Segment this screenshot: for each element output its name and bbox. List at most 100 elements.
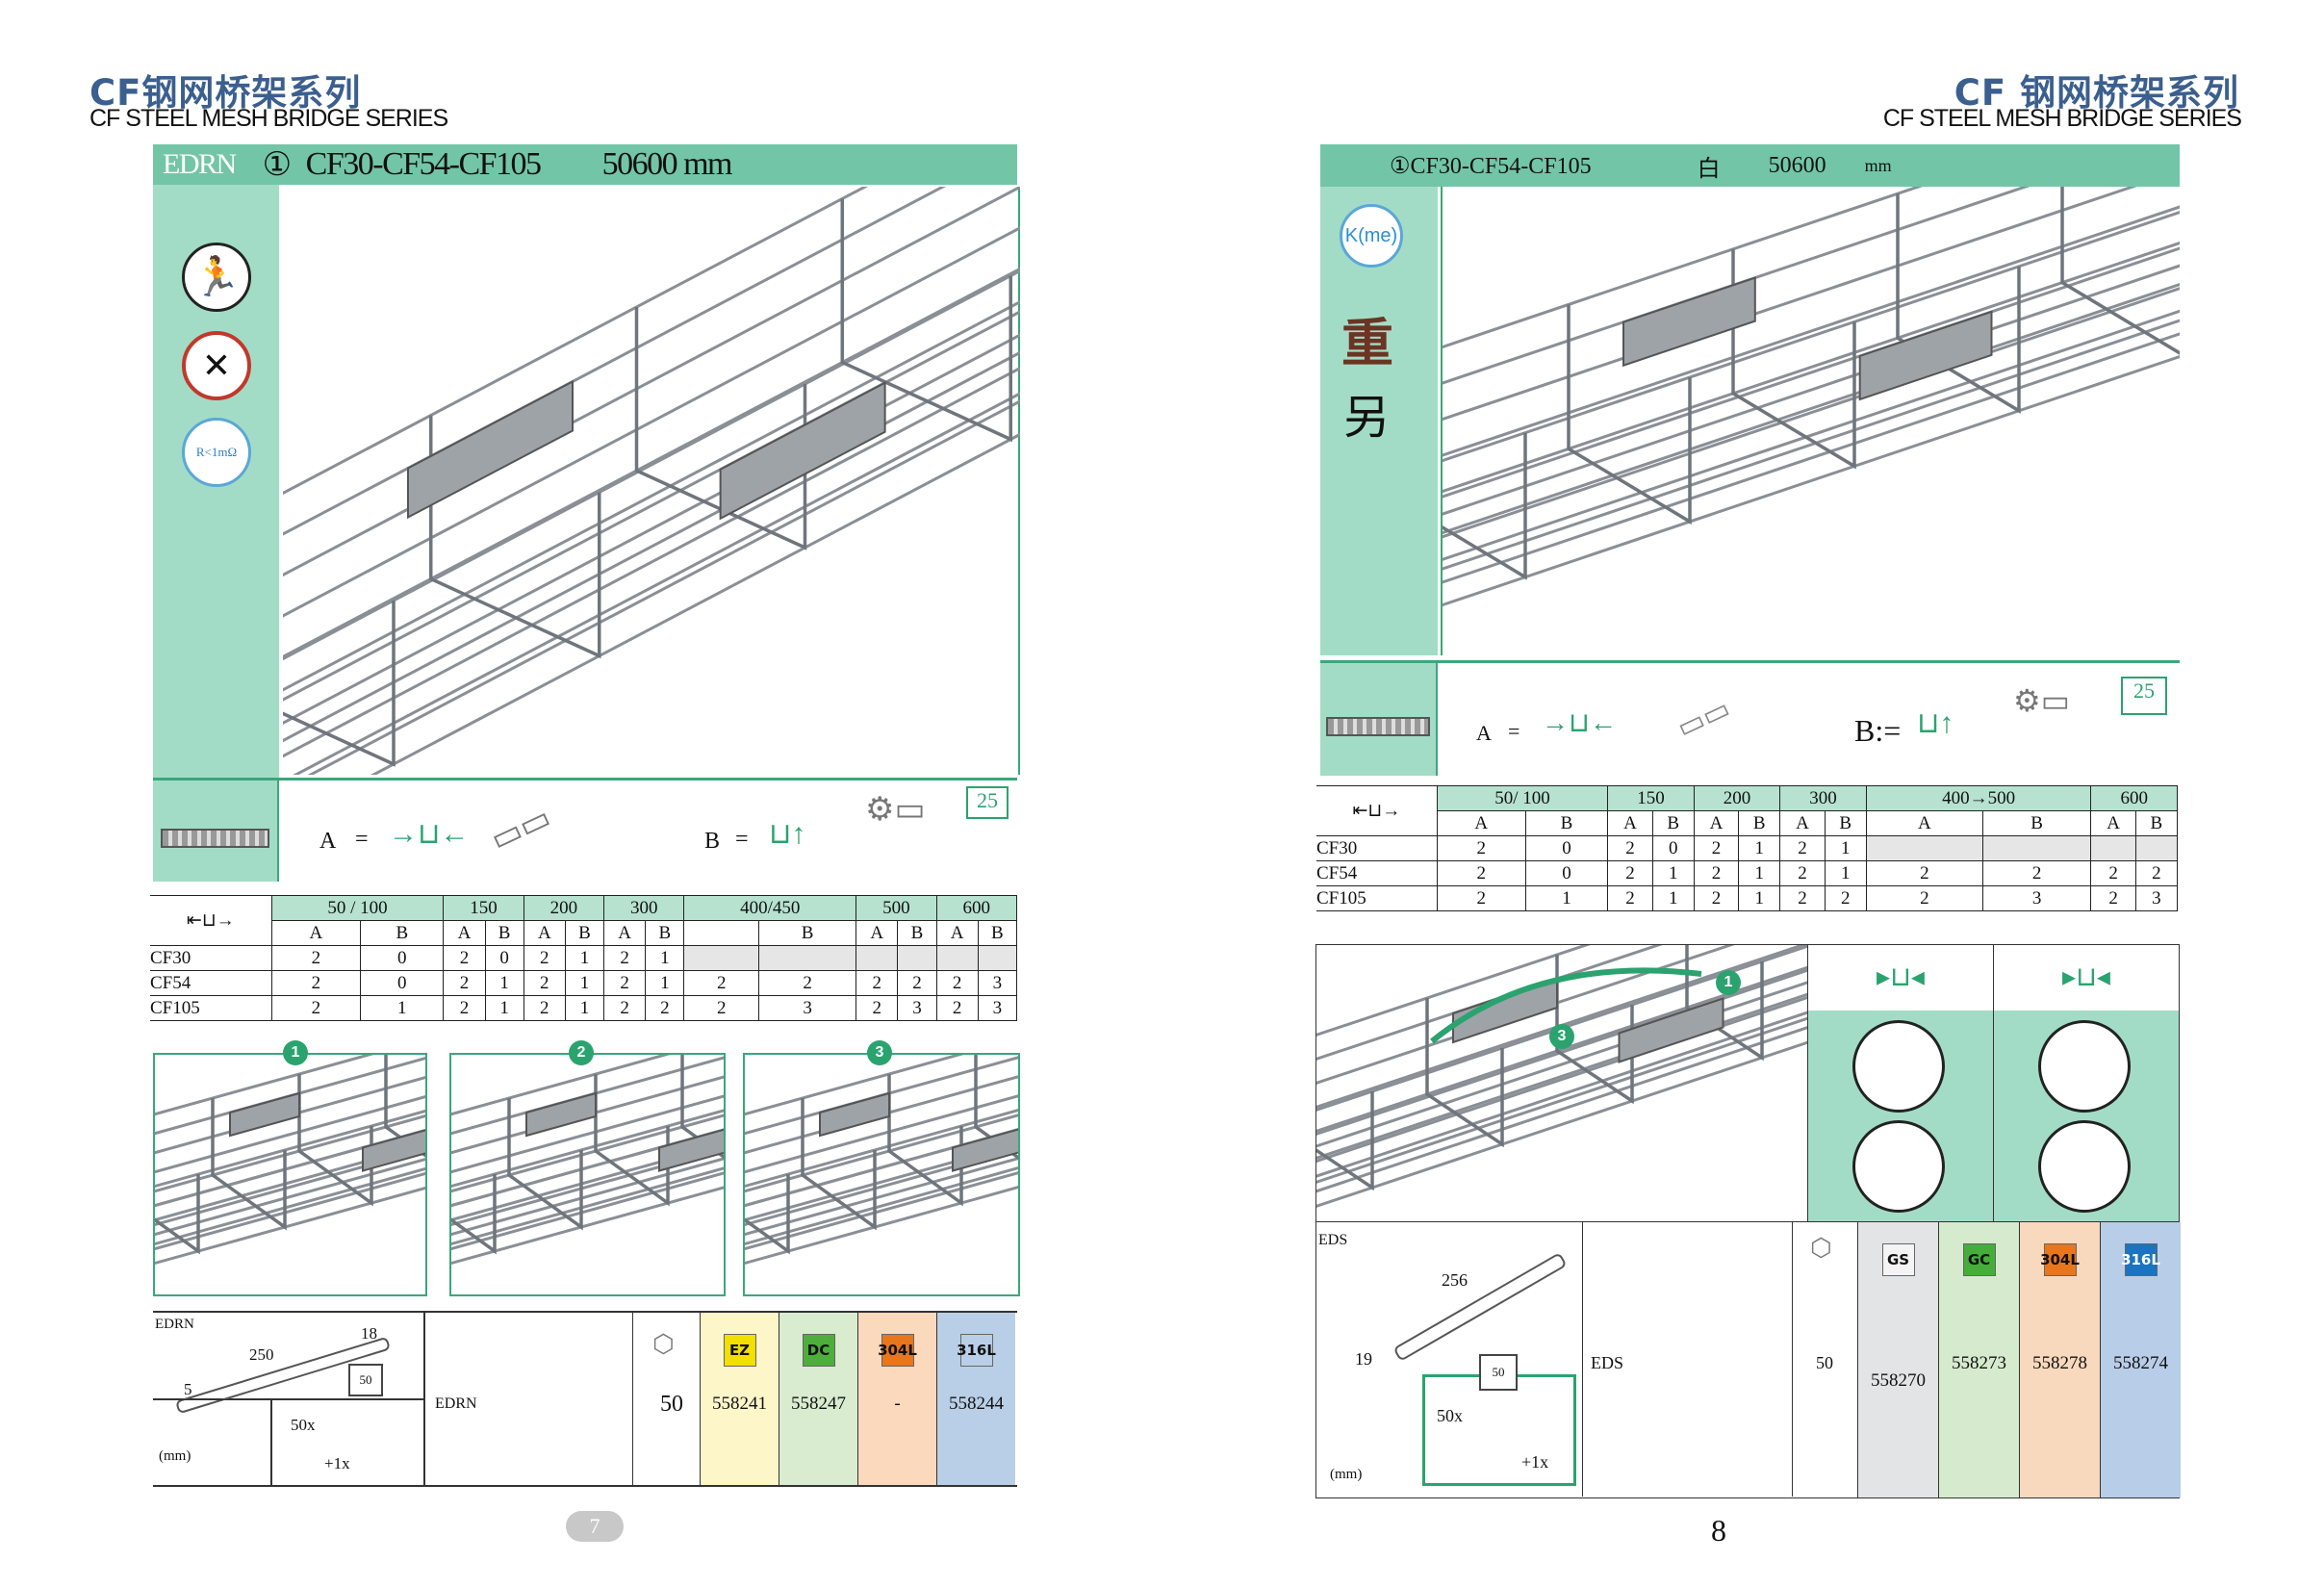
connector-b-icon: ⊔↑: [769, 818, 806, 850]
connector-plate: [819, 1091, 890, 1138]
connector-kit-icon: ⚙▭: [865, 792, 926, 828]
mesh-coil-icon: [1320, 663, 1438, 776]
value-cell: 1: [1651, 860, 1695, 886]
value-cell: [2090, 835, 2136, 861]
mesh-wire: [745, 1147, 1018, 1227]
mesh-wire: [293, 392, 1020, 775]
sub-header-cell: A: [1436, 810, 1526, 836]
value-cell: 0: [1524, 835, 1609, 861]
row-label: CF54: [150, 970, 272, 996]
mesh-wire: [1316, 945, 1807, 1109]
header-number: ①: [262, 147, 292, 183]
mesh-wire: [283, 299, 1020, 692]
dim-height: 19: [1355, 1349, 1372, 1369]
value-cell: 2: [758, 970, 857, 996]
value-cell: [856, 945, 899, 971]
table-corner-icon: ⇤⊔→: [150, 895, 272, 946]
mesh-wire: [1425, 998, 1504, 1148]
connector-plate: [1618, 997, 1724, 1063]
row-label: CF54: [1316, 860, 1438, 886]
article-number: 558274: [2113, 1353, 2168, 1373]
value-cell: 2: [443, 945, 486, 971]
value-cell: 1: [1524, 885, 1609, 911]
mesh-wire: [801, 1098, 877, 1231]
value-cell: 2: [443, 995, 486, 1021]
mesh-wire: [155, 1174, 200, 1255]
value-cell: 2: [603, 945, 647, 971]
unit-label: (mm): [159, 1448, 192, 1464]
mesh-wire: [1316, 1011, 1807, 1178]
rotate-arrow-icon: [1430, 967, 1702, 1044]
width-group-header: 600: [2090, 785, 2178, 811]
value-cell: 1: [645, 945, 685, 971]
value-cell: 2: [935, 995, 979, 1021]
dim-length: 256: [1442, 1270, 1468, 1290]
mesh-wire: [307, 399, 1020, 775]
detail-circle-icon: [2038, 1020, 2131, 1113]
mesh-wire: [1896, 193, 2021, 414]
article-number: 558273: [1952, 1353, 2006, 1373]
pack-qty: 50x: [1437, 1406, 1463, 1425]
value-cell: 2: [683, 995, 760, 1021]
finish-badge-304l: 304L: [878, 1334, 917, 1367]
connector-plate: [952, 1128, 1018, 1172]
sub-header-cell: A: [2090, 810, 2136, 836]
left-product-image: [283, 187, 1020, 775]
detail-circle-icon: [2038, 1120, 2131, 1213]
connector-plate: [407, 379, 574, 520]
mesh-wire: [1443, 354, 2180, 607]
mesh-wire: [2060, 187, 2180, 355]
connector-plate: [1622, 276, 1756, 368]
finish-badge-dc: DC: [802, 1334, 835, 1367]
unit-label: (mm): [1330, 1467, 1363, 1482]
finish-column: GS 558270: [1857, 1222, 1938, 1497]
part-code: EDRN: [155, 1317, 194, 1332]
sub-header-cell: A: [1607, 810, 1653, 836]
connector-drawing: [1392, 1252, 1568, 1362]
connector-a-icon: →⊔←: [389, 818, 470, 850]
description-cell: EDRN: [424, 1313, 632, 1485]
sub-header-cell: A: [856, 920, 899, 946]
finish-badge-316l: 316L: [2121, 1243, 2160, 1276]
article-number: 558247: [791, 1394, 846, 1414]
mesh-wire: [283, 187, 869, 496]
mesh-wire: [1316, 1091, 1374, 1191]
value-cell: 2: [1607, 835, 1653, 861]
value-cell: 1: [1651, 885, 1695, 911]
mesh-wire: [745, 1174, 790, 1255]
cable-tray-illustration: [283, 187, 1020, 775]
value-cell: 2: [1865, 860, 1983, 886]
value-cell: 2: [1779, 835, 1826, 861]
mesh-wire: [1443, 264, 2180, 516]
value-cell: 1: [1738, 885, 1781, 911]
mesh-coil-icon: [153, 781, 279, 882]
sub-header-cell: A: [270, 920, 362, 946]
value-cell: [897, 945, 937, 971]
value-cell: 0: [360, 970, 445, 996]
value-cell: 3: [977, 995, 1018, 1021]
sub-header-cell: B: [564, 920, 605, 946]
value-cell: 2: [270, 945, 362, 971]
step-2-image: [449, 1053, 726, 1296]
value-cell: 2: [1824, 885, 1867, 911]
header-models: ①CF30-CF54-CF105: [1390, 153, 1592, 179]
finish-column: 316L 558244: [936, 1313, 1015, 1485]
connector-plate: [229, 1091, 300, 1138]
mesh-wire: [1316, 992, 1807, 1160]
value-cell: 2: [270, 970, 362, 996]
width-group-header: 200: [523, 895, 605, 921]
no-running-icon: 🏃: [182, 243, 251, 312]
outward-arrows-icon: ▸⊔◂: [2062, 962, 2110, 992]
row-label: CF30: [150, 945, 272, 971]
value-cell: 2: [1779, 860, 1826, 886]
sub-header-cell: B: [1738, 810, 1781, 836]
row-label: CF105: [150, 995, 272, 1021]
right-header-bar: ①CF30-CF54-CF105 白 50600 mm: [1320, 144, 2180, 187]
width-group-header: 50/ 100: [1436, 785, 1609, 811]
finish-column: DC 558247: [779, 1313, 857, 1485]
sub-header-cell: B: [897, 920, 937, 946]
installation-panel: 1 3 ▸⊔◂ ▸⊔◂: [1315, 944, 2180, 1222]
value-cell: 2: [856, 995, 899, 1021]
